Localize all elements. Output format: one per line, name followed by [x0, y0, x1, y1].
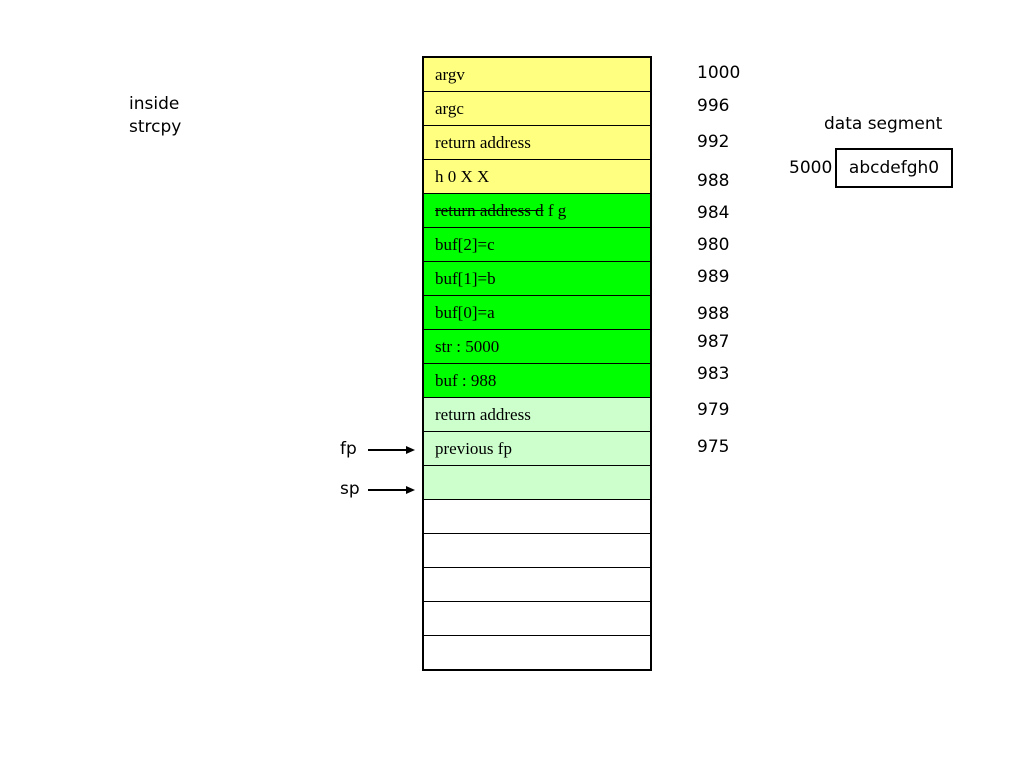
stack-cell-sp-slot: [424, 466, 650, 500]
struck-text: return address d: [435, 201, 544, 220]
stack-cell-empty: [424, 500, 650, 534]
context-label: inside strcpy: [129, 93, 181, 139]
context-label-line2: strcpy: [129, 117, 182, 137]
sp-label: sp: [340, 479, 360, 499]
fp-pointer: fp: [340, 439, 420, 461]
stack-cell-buf-arg: buf : 988: [424, 364, 650, 398]
address-label: 979: [697, 400, 730, 420]
address-label: 988: [697, 171, 730, 191]
address-label: 987: [697, 332, 730, 352]
context-label-line1: inside: [129, 94, 180, 114]
stack-cell-buf2: buf[2]=c: [424, 228, 650, 262]
address-label: 988: [697, 304, 730, 324]
address-label: 1000: [697, 63, 741, 83]
address-label: 975: [697, 437, 730, 457]
stack-diagram: argv argc return address h 0 X X return …: [422, 56, 652, 671]
stack-cell-empty: [424, 602, 650, 636]
sp-arrow-icon: [368, 486, 415, 494]
sp-pointer: sp: [340, 479, 420, 501]
stack-cell-overwritten-return-address: return address d f g: [424, 194, 650, 228]
fp-label: fp: [340, 439, 357, 459]
stack-cell-empty: [424, 636, 650, 669]
fp-arrow-icon: [368, 446, 415, 454]
data-segment-box: abcdefgh0: [835, 148, 953, 188]
stack-cell-empty: [424, 568, 650, 602]
address-label: 992: [697, 132, 730, 152]
stack-cell-buf1: buf[1]=b: [424, 262, 650, 296]
stack-cell-overwritten-word: h 0 X X: [424, 160, 650, 194]
data-segment-title: data segment: [824, 114, 943, 134]
address-label: 983: [697, 364, 730, 384]
stack-cell-empty: [424, 534, 650, 568]
stack-cell-buf0: buf[0]=a: [424, 296, 650, 330]
stack-cell-previous-fp: previous fp: [424, 432, 650, 466]
address-label: 980: [697, 235, 730, 255]
stack-cell-strcpy-return-address: return address: [424, 398, 650, 432]
data-segment-address: 5000: [789, 158, 833, 178]
stack-cell-main-return-address: return address: [424, 126, 650, 160]
address-label: 996: [697, 96, 730, 116]
address-label: 989: [697, 267, 730, 287]
stack-cell-str-arg: str : 5000: [424, 330, 650, 364]
stack-cell-argv: argv: [424, 58, 650, 92]
address-label: 984: [697, 203, 730, 223]
stack-cell-argc: argc: [424, 92, 650, 126]
